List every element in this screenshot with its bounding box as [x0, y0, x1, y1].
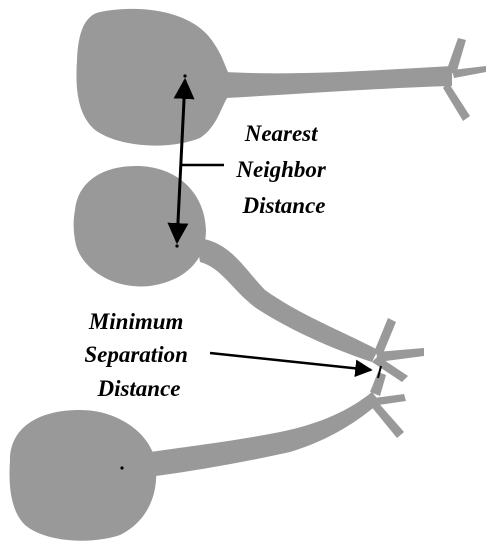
cell-top-branch-lower [443, 82, 470, 121]
minimum-separation-label-line3: Distance [96, 376, 180, 401]
cell-middle-axon [196, 238, 378, 362]
cell-bottom-centroid [120, 466, 123, 469]
cell-bottom-axon [150, 392, 380, 476]
minimum-separation-label-line2: Separation [84, 342, 188, 367]
minimum-separation-label: Minimum Separation Distance [84, 309, 193, 401]
cell-bottom-body [10, 410, 157, 541]
cell-middle-centroid [175, 244, 178, 247]
cell-middle-body [74, 166, 206, 287]
cell-top-body [76, 9, 232, 146]
minimum-separation-arrow [210, 353, 371, 370]
cell-bottom [10, 372, 406, 541]
cell-bottom-branch-down [370, 400, 404, 438]
nearest-neighbor-label: Nearest Neighbor Distance [235, 121, 331, 218]
nearest-neighbor-label-line2: Neighbor [235, 157, 327, 182]
cell-top-branch-upper [446, 38, 466, 74]
cell-middle-branch-up [374, 318, 396, 356]
cell-top-axon [224, 66, 452, 98]
nearest-neighbor-label-line1: Nearest [244, 121, 318, 146]
nearest-neighbor-label-line3: Distance [241, 193, 325, 218]
minimum-separation-label-line1: Minimum [88, 309, 184, 334]
cell-top-centroid [183, 74, 186, 77]
